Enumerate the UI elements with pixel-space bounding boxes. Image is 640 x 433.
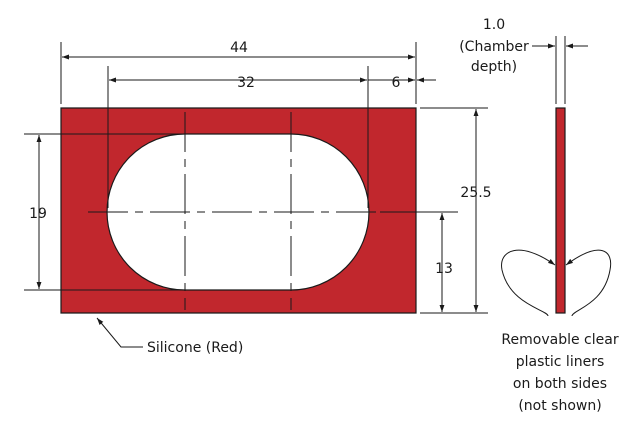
svg-text:(Chamber: (Chamber: [459, 39, 529, 55]
chamber-depth-note: 1.0 (Chamber depth): [459, 17, 529, 75]
dim-inner-length: 32: [237, 75, 255, 91]
extension-lines: [24, 36, 566, 314]
liner-leader-right: [565, 249, 612, 317]
dim-center-height: 13: [435, 261, 453, 277]
dim-total-height: 25.5: [460, 185, 491, 201]
dimension-lines: [36, 43, 588, 312]
silicone-gasket-front-view: [60, 107, 417, 314]
silicone-leader-line: [96, 317, 143, 348]
svg-text:depth): depth): [471, 59, 517, 75]
svg-text:on both sides: on both sides: [513, 376, 607, 392]
liner-note: Removable clear plastic liners on both s…: [501, 332, 618, 414]
dim-edge-offset: 6: [392, 75, 401, 91]
center-lines: [88, 112, 378, 310]
dim-total-width: 44: [230, 40, 248, 56]
silicone-material-label: Silicone (Red): [147, 340, 243, 356]
svg-text:1.0: 1.0: [483, 17, 505, 33]
svg-text:Removable clear: Removable clear: [501, 332, 618, 348]
liner-leader-left: [501, 249, 556, 317]
silicone-gasket-side-view: [555, 107, 566, 314]
svg-text:(not shown): (not shown): [518, 398, 601, 414]
svg-text:plastic liners: plastic liners: [516, 354, 605, 370]
dim-inner-height: 19: [29, 206, 47, 222]
